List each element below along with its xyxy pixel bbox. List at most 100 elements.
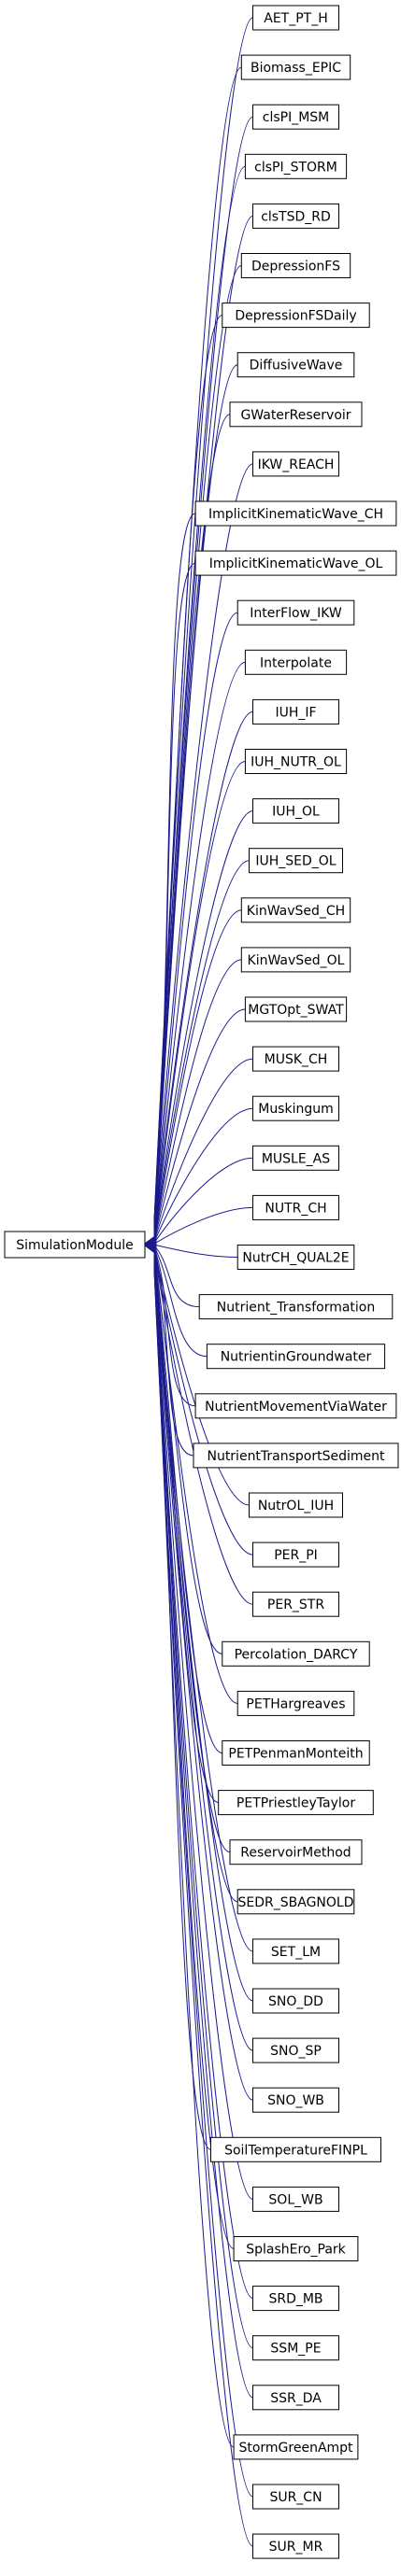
derived-class-box[interactable] [240, 253, 351, 278]
derived-class-node[interactable]: SNO_SP [252, 2037, 339, 2063]
derived-class-node[interactable]: DiffusiveWave [236, 352, 355, 378]
derived-class-node[interactable]: PETPriestleyTaylor [218, 1790, 374, 1816]
derived-class-box[interactable] [240, 54, 351, 80]
derived-class-node[interactable]: SEDR_SBAGNOLD [236, 1889, 355, 1915]
derived-class-node[interactable]: ImplicitKinematicWave_CH [194, 500, 397, 527]
derived-class-node[interactable]: SNO_DD [252, 1988, 339, 2014]
derived-class-box[interactable] [233, 2236, 359, 2261]
derived-class-box[interactable] [240, 897, 351, 923]
derived-class-node[interactable]: IKW_REACH [252, 451, 339, 477]
derived-class-box[interactable] [252, 2286, 339, 2312]
derived-class-node[interactable]: StormGreenAmpt [233, 2434, 359, 2460]
derived-class-box[interactable] [236, 1245, 355, 1270]
base-class-box[interactable] [4, 1231, 146, 1259]
derived-class-box[interactable] [244, 749, 348, 774]
derived-class-node[interactable]: PER_PI [252, 1541, 339, 1568]
derived-class-box[interactable] [252, 451, 339, 477]
derived-class-node[interactable]: MUSLE_AS [252, 1145, 339, 1171]
derived-class-box[interactable] [244, 153, 348, 179]
derived-class-box[interactable] [252, 1095, 339, 1121]
derived-class-node[interactable]: InterFlow_IKW [236, 599, 355, 626]
derived-class-node[interactable]: SplashEro_Park [233, 2236, 359, 2261]
derived-class-box[interactable] [236, 1889, 355, 1915]
derived-class-node[interactable]: DepressionFS [240, 253, 351, 278]
derived-class-node[interactable]: KinWavSed_OL [240, 947, 351, 973]
derived-class-box[interactable] [222, 1740, 370, 1766]
derived-class-box[interactable] [244, 649, 348, 675]
derived-class-box[interactable] [252, 2335, 339, 2361]
derived-class-box[interactable] [194, 550, 397, 576]
derived-class-box[interactable] [252, 203, 339, 229]
derived-class-node[interactable]: NutrientMovementViaWater [194, 1393, 397, 1419]
derived-class-box[interactable] [233, 2434, 359, 2460]
derived-class-box[interactable] [236, 352, 355, 378]
derived-class-node[interactable]: SoilTemperatureFINPL [210, 2136, 381, 2162]
derived-class-box[interactable] [252, 2484, 339, 2510]
derived-class-box[interactable] [194, 1393, 397, 1419]
derived-class-box[interactable] [252, 1194, 339, 1220]
derived-class-box[interactable] [252, 1591, 339, 1617]
derived-class-node[interactable]: KinWavSed_CH [240, 897, 351, 923]
derived-class-node[interactable]: Interpolate [244, 649, 348, 675]
derived-class-node[interactable]: SNO_WB [252, 2087, 339, 2113]
derived-class-node[interactable]: IUH_OL [252, 798, 339, 824]
derived-class-node[interactable]: clsTSD_RD [252, 203, 339, 229]
derived-class-box[interactable] [249, 848, 343, 874]
derived-class-node[interactable]: AET_PT_H [252, 5, 339, 31]
derived-class-node[interactable]: GWaterReservoir [229, 401, 363, 428]
derived-class-node[interactable]: ReservoirMethod [229, 1839, 363, 1865]
derived-class-box[interactable] [252, 1046, 339, 1072]
derived-class-node[interactable]: SUR_MR [252, 2533, 339, 2559]
derived-class-node[interactable]: SUR_CN [252, 2484, 339, 2510]
derived-class-box[interactable] [222, 303, 370, 329]
derived-class-node[interactable]: SOL_WB [252, 2186, 339, 2212]
derived-class-box[interactable] [210, 2136, 381, 2162]
derived-class-box[interactable] [252, 2087, 339, 2113]
derived-class-node[interactable]: NutrOL_IUH [249, 1492, 343, 1518]
derived-class-box[interactable] [244, 996, 348, 1022]
derived-class-box[interactable] [252, 698, 339, 725]
derived-class-node[interactable]: Muskingum [252, 1095, 339, 1121]
base-class-node[interactable]: SimulationModule [4, 1231, 146, 1259]
derived-class-node[interactable]: MUSK_CH [252, 1046, 339, 1072]
derived-class-box[interactable] [236, 599, 355, 626]
derived-class-node[interactable]: Nutrient_Transformation [198, 1294, 394, 1320]
derived-class-node[interactable]: ImplicitKinematicWave_OL [194, 550, 397, 576]
derived-class-node[interactable]: clsPI_MSM [252, 104, 339, 130]
derived-class-node[interactable]: PETHargreaves [236, 1690, 355, 1716]
derived-class-node[interactable]: MGTOpt_SWAT [244, 996, 348, 1022]
derived-class-box[interactable] [252, 798, 339, 824]
derived-class-box[interactable] [252, 1145, 339, 1171]
derived-class-box[interactable] [252, 104, 339, 130]
derived-class-box[interactable] [218, 1790, 374, 1816]
derived-class-node[interactable]: NutrientinGroundwater [206, 1344, 386, 1370]
derived-class-box[interactable] [252, 2533, 339, 2559]
derived-class-box[interactable] [252, 5, 339, 31]
derived-class-node[interactable]: NutrientTransportSediment [193, 1443, 399, 1469]
derived-class-node[interactable]: SRD_MB [252, 2286, 339, 2312]
derived-class-node[interactable]: SET_LM [252, 1938, 339, 1964]
derived-class-box[interactable] [206, 1344, 386, 1370]
derived-class-box[interactable] [249, 1492, 343, 1518]
derived-class-node[interactable]: IUH_IF [252, 698, 339, 725]
derived-class-node[interactable]: IUH_SED_OL [249, 848, 343, 874]
derived-class-box[interactable] [252, 1988, 339, 2014]
derived-class-box[interactable] [252, 1938, 339, 1964]
derived-class-node[interactable]: PETPenmanMonteith [222, 1740, 370, 1766]
derived-class-node[interactable]: NutrCH_QUAL2E [236, 1245, 355, 1270]
derived-class-node[interactable]: clsPI_STORM [244, 153, 348, 179]
derived-class-box[interactable] [252, 2385, 339, 2411]
derived-class-box[interactable] [222, 1640, 370, 1667]
derived-class-box[interactable] [240, 947, 351, 973]
derived-class-node[interactable]: DepressionFSDaily [222, 303, 370, 329]
derived-class-box[interactable] [236, 1690, 355, 1716]
derived-class-node[interactable]: NUTR_CH [252, 1194, 339, 1220]
derived-class-node[interactable]: IUH_NUTR_OL [244, 749, 348, 774]
derived-class-box[interactable] [193, 1443, 399, 1469]
derived-class-node[interactable]: Percolation_DARCY [222, 1640, 370, 1667]
derived-class-box[interactable] [252, 2186, 339, 2212]
derived-class-box[interactable] [252, 1541, 339, 1568]
derived-class-node[interactable]: Biomass_EPIC [240, 54, 351, 80]
derived-class-box[interactable] [229, 401, 363, 428]
derived-class-box[interactable] [252, 2037, 339, 2063]
